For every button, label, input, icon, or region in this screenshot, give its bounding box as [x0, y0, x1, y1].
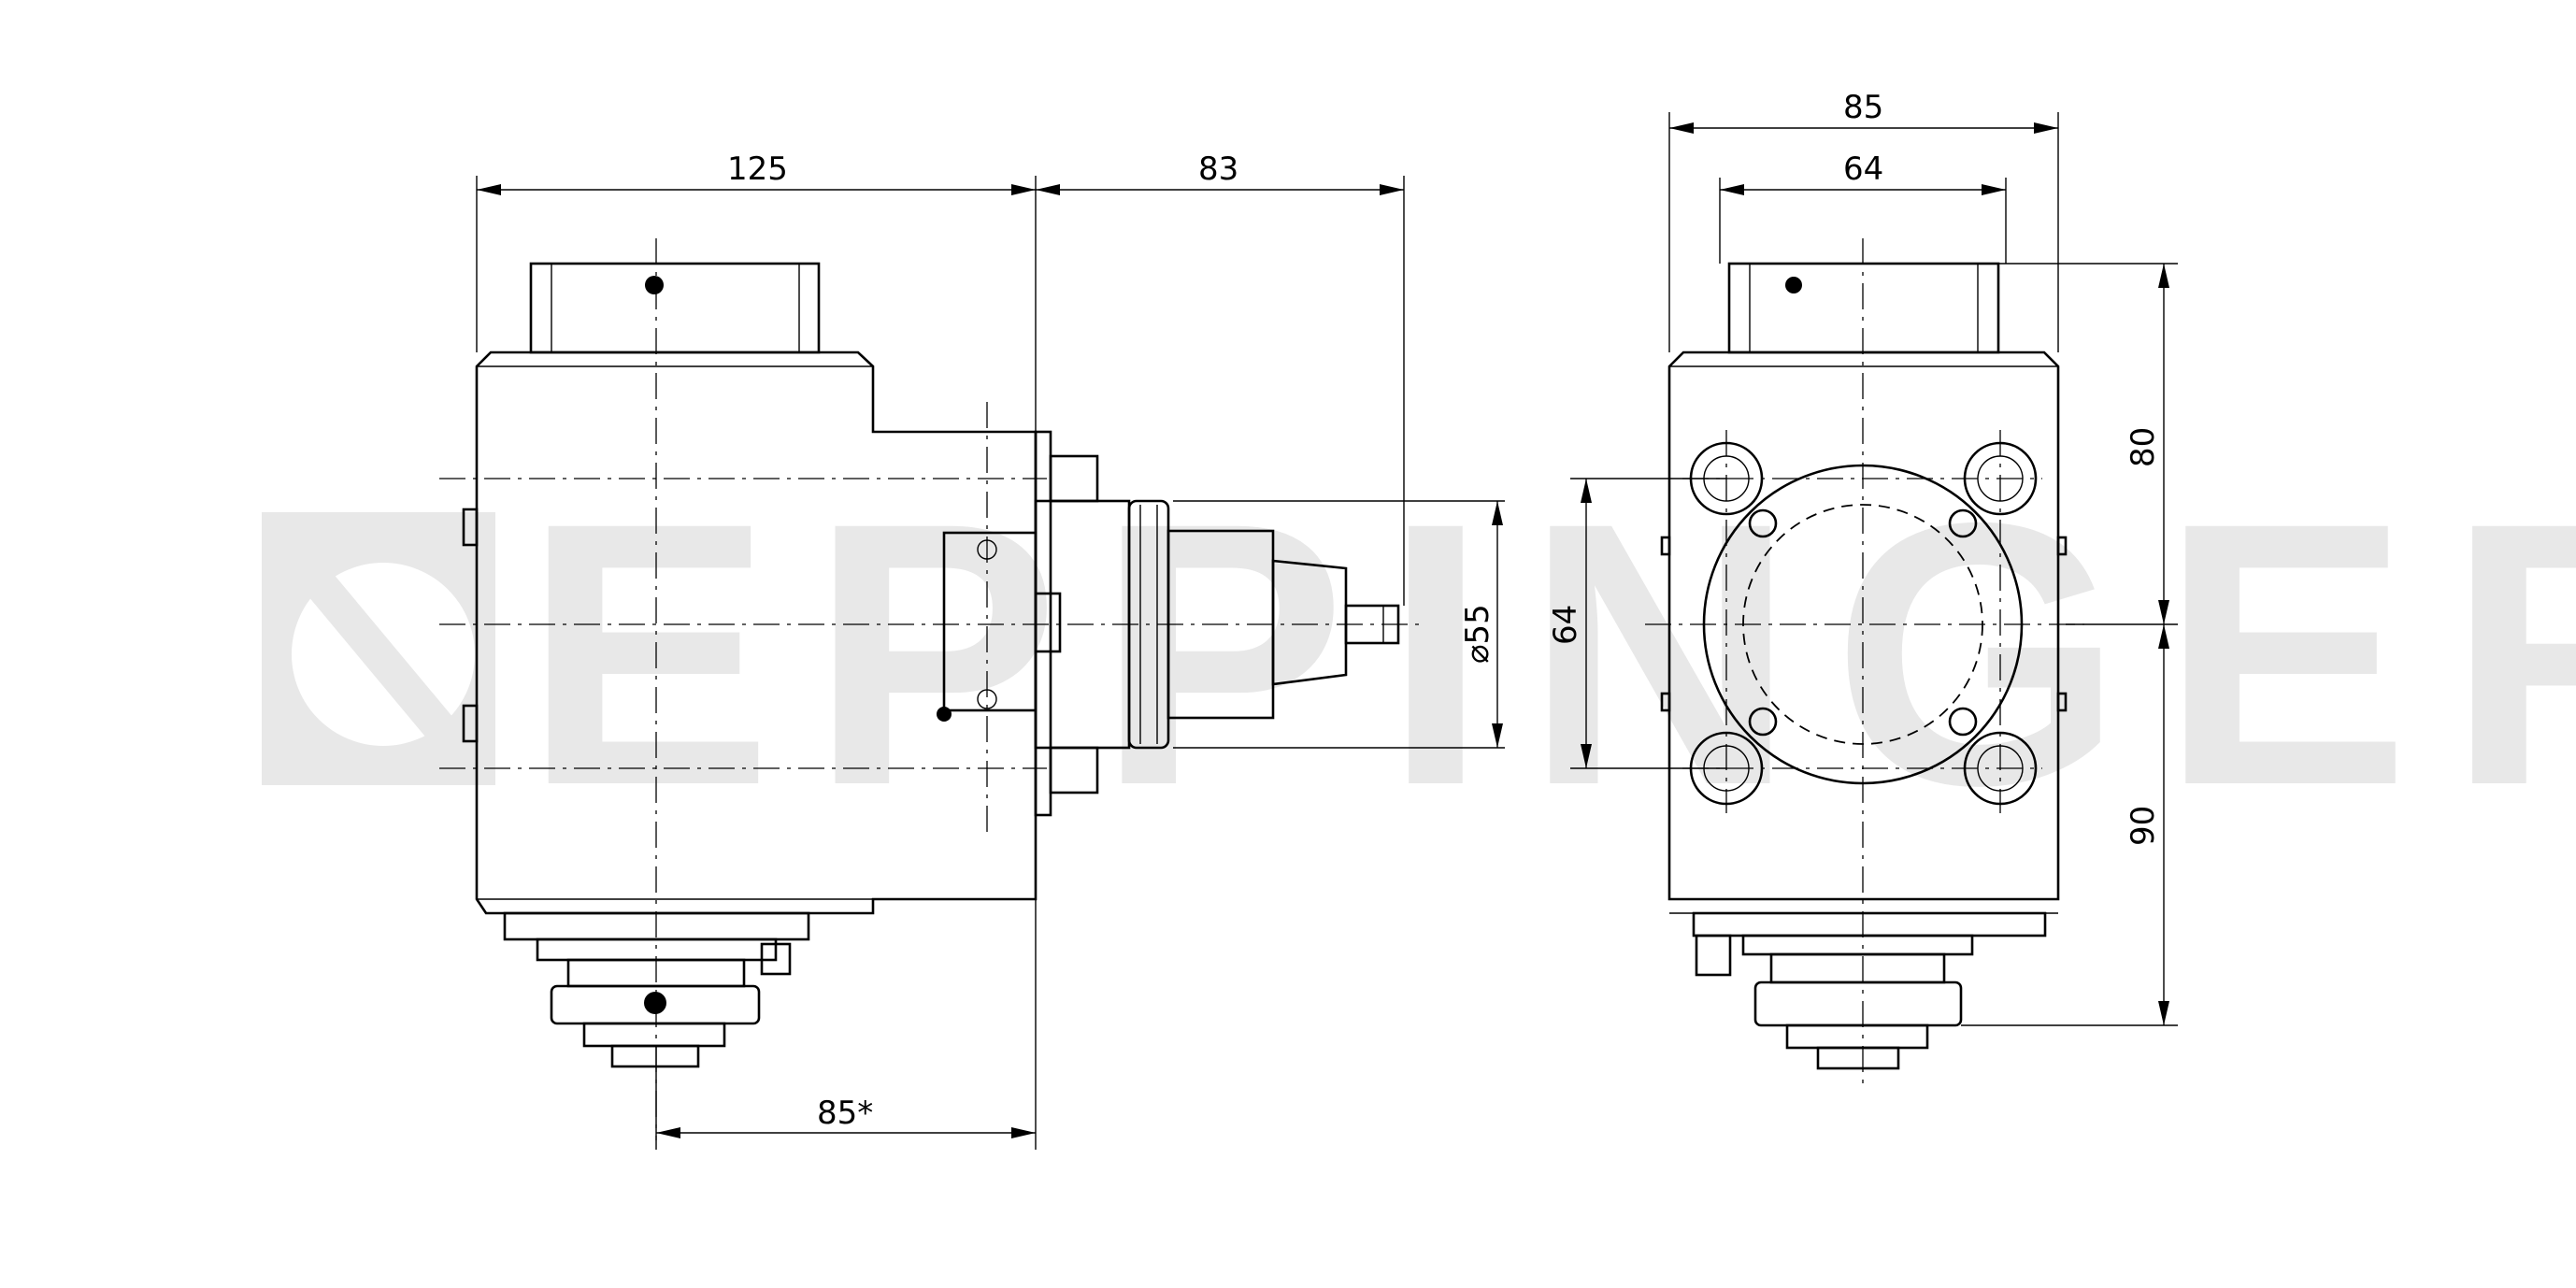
- side-boss-lower: [462, 704, 479, 743]
- top-grease-dot: [645, 276, 664, 294]
- clamp-dot: [937, 707, 952, 722]
- dim-bottom-length: 85*: [817, 1095, 873, 1132]
- bottom-side-lug: [760, 942, 792, 976]
- front-bottom-tip: [1816, 1046, 1900, 1070]
- front-bottom-collar: [1741, 934, 1974, 956]
- flange-screw: [1748, 707, 1778, 737]
- dim-top-width: 85: [1843, 89, 1883, 126]
- top-cap: [529, 262, 821, 354]
- dim-upper-height: 80: [2125, 427, 2162, 467]
- side-boss-upper: [462, 508, 479, 547]
- front-bottom-sleeve: [1785, 1023, 1929, 1050]
- front-side-notch: [2056, 692, 2068, 712]
- dim-body-length: 125: [727, 150, 788, 188]
- bottom-sleeve: [582, 1022, 726, 1048]
- bottom-grease-dot: [644, 992, 666, 1014]
- front-side-notch: [1660, 692, 1671, 712]
- front-bottom-hub: [1769, 952, 1946, 984]
- front-top-cap: [1727, 262, 2000, 354]
- dim-inner-width: 64: [1843, 150, 1883, 188]
- dim-lower-height: 90: [2125, 806, 2162, 846]
- bottom-tip: [610, 1044, 700, 1068]
- dim-bolt-spacing: 64: [1547, 605, 1584, 645]
- front-top-dot: [1785, 277, 1802, 293]
- dim-spindle-length: 83: [1198, 150, 1238, 188]
- dim-flange-diameter: ⌀55: [1459, 604, 1496, 664]
- front-view: [1645, 238, 2084, 1089]
- flange-screw: [1748, 508, 1778, 538]
- flange-screw: [1948, 707, 1978, 737]
- dimension-lines: 125 83 85* ⌀55 85 64 64: [476, 89, 2178, 1150]
- watermark: EPPINGER: [262, 445, 2576, 863]
- flange-screw: [1948, 508, 1978, 538]
- spindle-neck: [1271, 559, 1348, 686]
- front-side-notch: [1660, 536, 1671, 556]
- front-bottom-lug: [1695, 934, 1732, 977]
- front-side-notch: [2056, 536, 2068, 556]
- front-bottom-nut: [1753, 980, 1963, 1027]
- watermark-text: EPPINGER: [523, 445, 2576, 863]
- front-bottom-flange: [1692, 911, 2047, 937]
- watermark-logo-slash: [295, 559, 462, 750]
